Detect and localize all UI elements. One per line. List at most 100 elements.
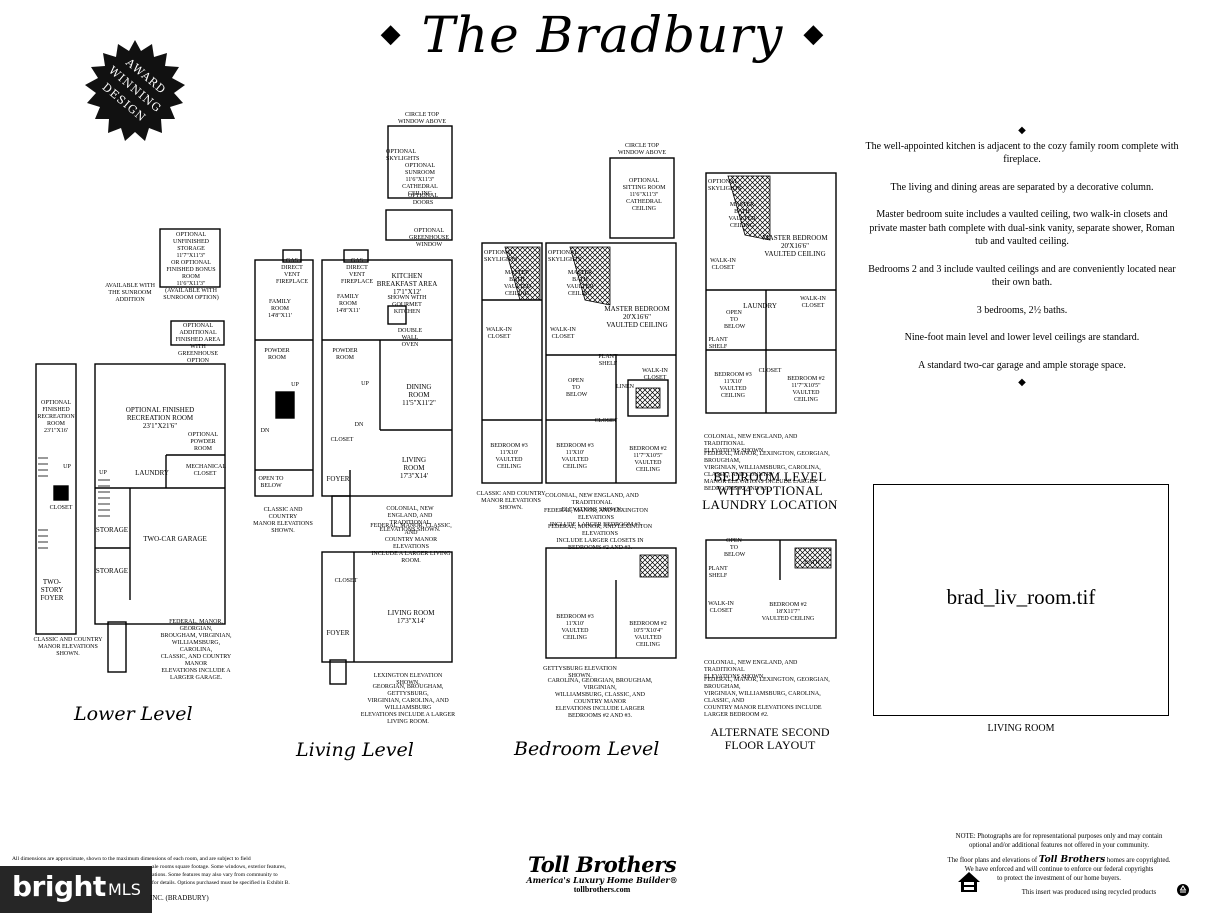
label-bedroom-closet: CLOSET — [594, 418, 618, 424]
label-powder-room-2: POWDER ROOM — [332, 348, 358, 361]
label-optional-powder-room: OPTIONAL POWDER ROOM — [188, 432, 218, 452]
feature-item: A standard two-car garage and ample stor… — [918, 359, 1126, 371]
feature-item: The living and dining areas are separate… — [890, 181, 1154, 193]
label-laundry-open-below: OPEN TO BELOW — [724, 310, 746, 330]
label-master-bath-2: MASTER BATH VAULTED CEILING — [566, 270, 594, 297]
label-bedroom-federal-note-2: FEDERAL, MANOR, AND LEXINGTON ELEVATIONS… — [547, 524, 653, 551]
feature-item: Nine-foot main level and lower level cei… — [904, 332, 1140, 343]
level-bedroom-title: Bedroom Level — [514, 738, 660, 760]
label-optional-finished-recreation-room-small: OPTIONAL FINISHED RECREATION ROOM 23'1"X… — [37, 400, 75, 434]
label-gourmet-kitchen: SHOWN WITH GOURMET KITCHEN — [387, 295, 427, 315]
label-gettysburg-note: GETTYSBURG ELEVATION SHOWN. — [543, 666, 617, 679]
brand-url: tollbrothers.com — [573, 885, 631, 894]
brand-name: Toll Brothers — [527, 852, 677, 877]
feature-item: The well-appointed kitchen is adjacent t… — [865, 140, 1179, 166]
label-additional-finished-area: OPTIONAL ADDITIONAL FINISHED AREA WITH G… — [175, 323, 221, 364]
bright-mls-logo: bright — [12, 870, 106, 903]
feature-list: ◆ The well-appointed kitchen is adjacent… — [862, 124, 1182, 404]
level-lower-title: Lower Level — [74, 703, 193, 725]
label-family-room-1: FAMILY ROOM 14'8"X11' — [268, 299, 292, 319]
label-alt-bedroom-3: BEDROOM #3 11'X10' VAULTED CEILING — [556, 614, 594, 641]
label-alt-colonial-note: COLONIAL, NEW ENGLAND, AND TRADITIONAL E… — [704, 660, 798, 680]
feature-item: Bedrooms 2 and 3 include vaulted ceiling… — [868, 263, 1176, 289]
label-closet-living: CLOSET — [330, 437, 354, 443]
label-alt-open-below: OPEN TO BELOW — [724, 538, 746, 558]
label-stair-up-3: UP — [291, 382, 299, 388]
label-optional-sitting-room: OPTIONAL SITTING ROOM 11'6"X11'3" CATHED… — [622, 178, 666, 212]
label-stair-dn-1: DN — [260, 428, 270, 434]
label-walkin-closet-1: WALK-IN CLOSET — [486, 327, 512, 340]
label-family-room-2: FAMILY ROOM 14'8"X11' — [336, 294, 360, 314]
label-closet-lower: CLOSET — [49, 505, 73, 511]
title-ornament-right: ◆ — [803, 19, 825, 49]
label-lexington-note: LEXINGTON ELEVATION SHOWN. — [373, 673, 443, 686]
living-room-photo-placeholder: brad_liv_room.tif — [873, 484, 1169, 716]
label-dining-room: DINING ROOM 11'5"X11'2" — [402, 383, 436, 407]
label-bedroom-skylights-2: OPTIONAL SKYLIGHTS — [548, 250, 582, 263]
label-walkin-closet-3: WALK-IN CLOSET — [642, 368, 668, 381]
label-master-bedroom: MASTER BEDROOM 20'X16'6" VAULTED CEILING — [604, 305, 670, 329]
label-laundry-federal-note: FEDERAL, MANOR, LEXINGTON, GEORGIAN, BRO… — [704, 451, 830, 492]
label-living-room-alt: LIVING ROOM 17'3"X14' — [387, 609, 435, 625]
toll-brothers-logo: Toll Brothers America's Luxury Home Buil… — [514, 852, 690, 894]
label-alt-federal-note: FEDERAL, MANOR, LEXINGTON, GEORGIAN, BRO… — [704, 677, 830, 718]
label-alt-plant-shelf: PLANT SHELF — [708, 566, 728, 579]
label-optional-greenhouse-window: OPTIONAL GREENHOUSE WINDOW — [409, 228, 449, 248]
model-name: The Bradbury — [421, 6, 784, 64]
label-foyer-alt: FOYER — [326, 629, 350, 637]
builder-code: INC. (BRADBURY) — [150, 894, 209, 902]
label-living-classic-note: CLASSIC AND COUNTRY MANOR ELEVATIONS SHO… — [253, 507, 313, 534]
label-laundry-plant-shelf: PLANT SHELF — [708, 337, 728, 350]
label-storage-1: STORAGE — [95, 526, 129, 534]
label-stair-up-2: UP — [99, 470, 107, 476]
label-laundry-walkin-2: WALK-IN CLOSET — [800, 296, 826, 309]
label-walkin-closet-2: WALK-IN CLOSET — [550, 327, 576, 340]
label-circle-top-window-sitting: CIRCLE TOP WINDOW ABOVE — [617, 143, 667, 156]
bright-mls-watermark-bg — [0, 866, 152, 913]
label-mechanical-closet: MECHANICAL CLOSET — [186, 464, 226, 477]
label-bedroom-colonial-note: COLONIAL, NEW ENGLAND, AND TRADITIONAL E… — [545, 493, 639, 513]
label-closet-alt: CLOSET — [334, 578, 358, 584]
label-two-car-garage: TWO-CAR GARAGE — [143, 535, 207, 543]
photo-copyright-note: NOTE: Photographs are for representation… — [947, 833, 1171, 896]
label-circle-top-window-sunroom: CIRCLE TOP WINDOW ABOVE — [397, 112, 447, 125]
label-alt-bedroom-2: BEDROOM #2 10'5"X10'4" VAULTED CEILING — [629, 621, 667, 648]
photo-caption: LIVING ROOM — [987, 723, 1055, 734]
feature-item: Master bedroom suite includes a vaulted … — [869, 209, 1175, 247]
level-alternate-title: ALTERNATE SECOND FLOOR LAYOUT — [710, 725, 830, 752]
label-optional-unfinished-storage: OPTIONAL UNFINISHED STORAGE 11'7"X11'3" … — [163, 232, 219, 301]
label-optional-doors: OPTIONAL DOORS — [408, 193, 438, 206]
label-plant-shelf: PLANT SHELF — [598, 354, 618, 367]
brand-tagline: America's Luxury Home Builder® — [526, 875, 678, 885]
label-direct-vent-fireplace-2: GAS DIRECT VENT FIREPLACE — [340, 258, 373, 285]
label-bedroom-3a: BEDROOM #3 11'X10' VAULTED CEILING — [490, 443, 528, 470]
label-laundry-closet: CLOSET — [758, 368, 782, 374]
label-bedroom-open-below: OPEN TO BELOW — [566, 378, 588, 398]
feature-ornament-top: ◆ — [1018, 125, 1026, 136]
label-living-colonial-note: COLONIAL, NEW ENGLAND, AND TRADITIONAL E… — [379, 506, 441, 533]
feature-ornament-bottom: ◆ — [1018, 377, 1026, 388]
label-skylights-sunroom: OPTIONAL SKYLIGHTS — [386, 149, 420, 162]
bright-mls-suffix: MLS — [108, 880, 141, 899]
label-foyer: FOYER — [326, 475, 350, 483]
label-kitchen-breakfast-area: KITCHEN BREAKFAST AREA 17'1"X12' — [376, 272, 438, 296]
award-badge-icon — [85, 40, 185, 141]
label-lower-classic-note: CLASSIC AND COUNTRY MANOR ELEVATIONS SHO… — [33, 637, 103, 657]
label-lower-federal-note: FEDERAL, MANOR, GEORGIAN, BROUGHAM, VIRG… — [160, 619, 232, 681]
label-direct-vent-fireplace-1: GAS DIRECT VENT FIREPLACE — [275, 258, 308, 285]
label-optional-sunroom: OPTIONAL SUNROOM 11'6"X11'3" CATHEDRAL C… — [402, 163, 438, 197]
label-laundry: LAUNDRY — [135, 469, 169, 477]
label-powder-room-1: POWDER ROOM — [264, 348, 290, 361]
label-master-bath-1: MASTER BATH VAULTED CEILING — [504, 270, 532, 297]
photo-filename: brad_liv_room.tif — [946, 585, 1096, 609]
label-laundry-bedroom-2: BEDROOM #2 11'7"X10'5" VAULTED CEILING — [787, 376, 825, 403]
title-ornament-left: ◆ — [380, 19, 402, 49]
label-laundry-master-bedroom: MASTER BEDROOM 20'X16'6" VAULTED CEILING — [762, 234, 828, 258]
label-sunroom-note: AVAILABLE WITH THE SUNROOM ADDITION — [105, 283, 155, 303]
label-linen: LINEN — [616, 384, 634, 390]
label-laundry-colonial-note: COLONIAL, NEW ENGLAND, AND TRADITIONAL E… — [704, 434, 798, 454]
equal-housing-icon — [958, 872, 980, 892]
label-bedroom-federal-note: FEDERAL, MANOR, AND LEXINGTON ELEVATIONS… — [543, 508, 649, 528]
label-bedroom-skylights-1: OPTIONAL SKYLIGHTS — [484, 250, 518, 263]
label-two-story-foyer: TWO- STORY FOYER — [40, 578, 64, 602]
